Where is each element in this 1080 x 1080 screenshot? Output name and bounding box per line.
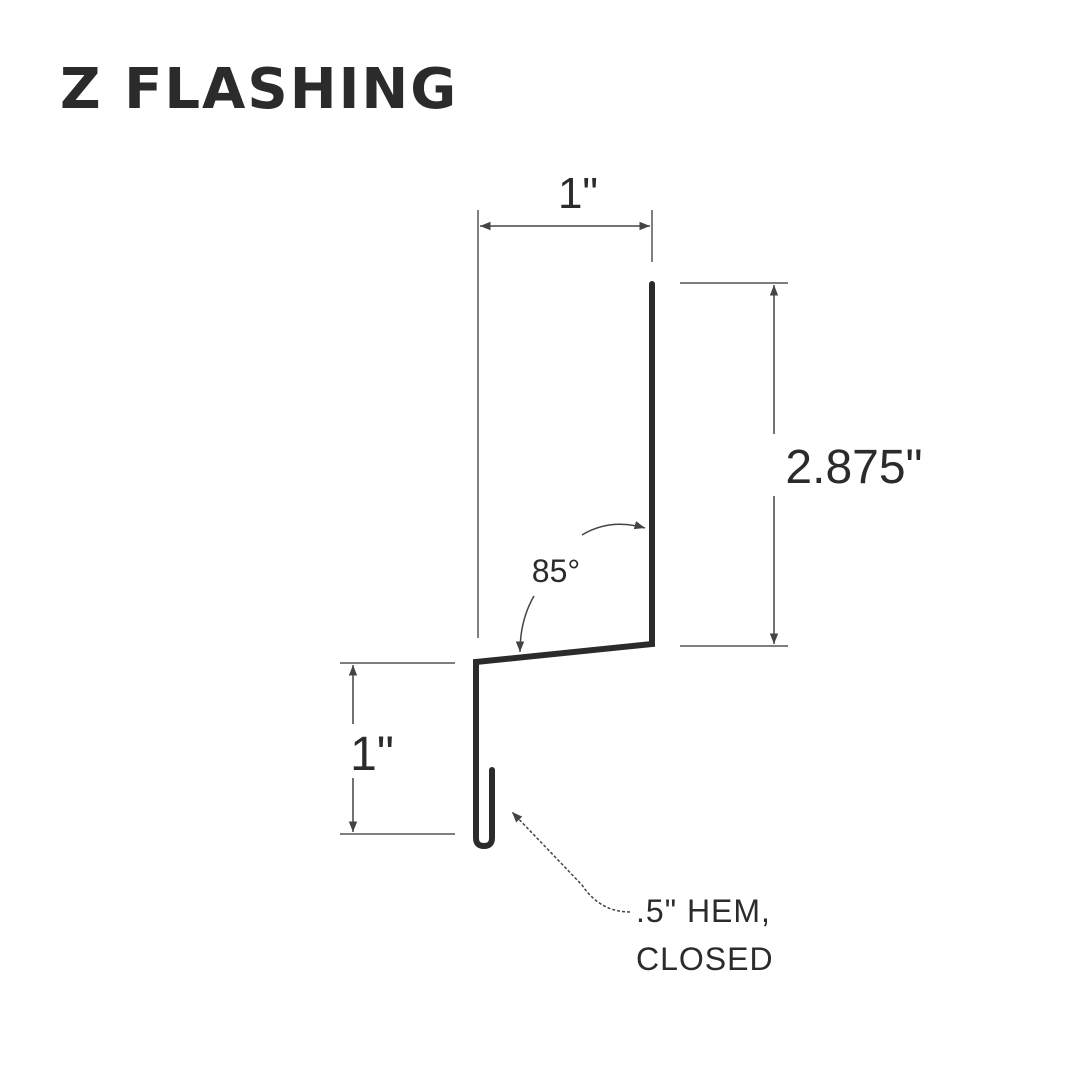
hem-leader-line (511, 811, 631, 913)
page-title: Z FLASHING (60, 57, 459, 122)
flashing-profile (473, 281, 655, 850)
top-width-dimension: 1" (477, 169, 653, 638)
angle-dimension: 85° (515, 521, 646, 653)
angle-arc-upper (581, 521, 646, 536)
hem-note-line1: .5" HEM, (636, 893, 771, 929)
angle-label: 85° (532, 553, 580, 589)
top-width-label: 1" (558, 169, 598, 218)
lower-height-dimension: 1" (336, 662, 455, 835)
angle-arc-lower (515, 595, 535, 653)
upper-height-dimension: 2.875" (680, 282, 950, 647)
hem-callout: .5" HEM, CLOSED (511, 811, 774, 977)
hem-note-line2: CLOSED (636, 941, 774, 977)
lower-height-label: 1" (350, 728, 394, 781)
upper-height-label: 2.875" (785, 441, 922, 494)
